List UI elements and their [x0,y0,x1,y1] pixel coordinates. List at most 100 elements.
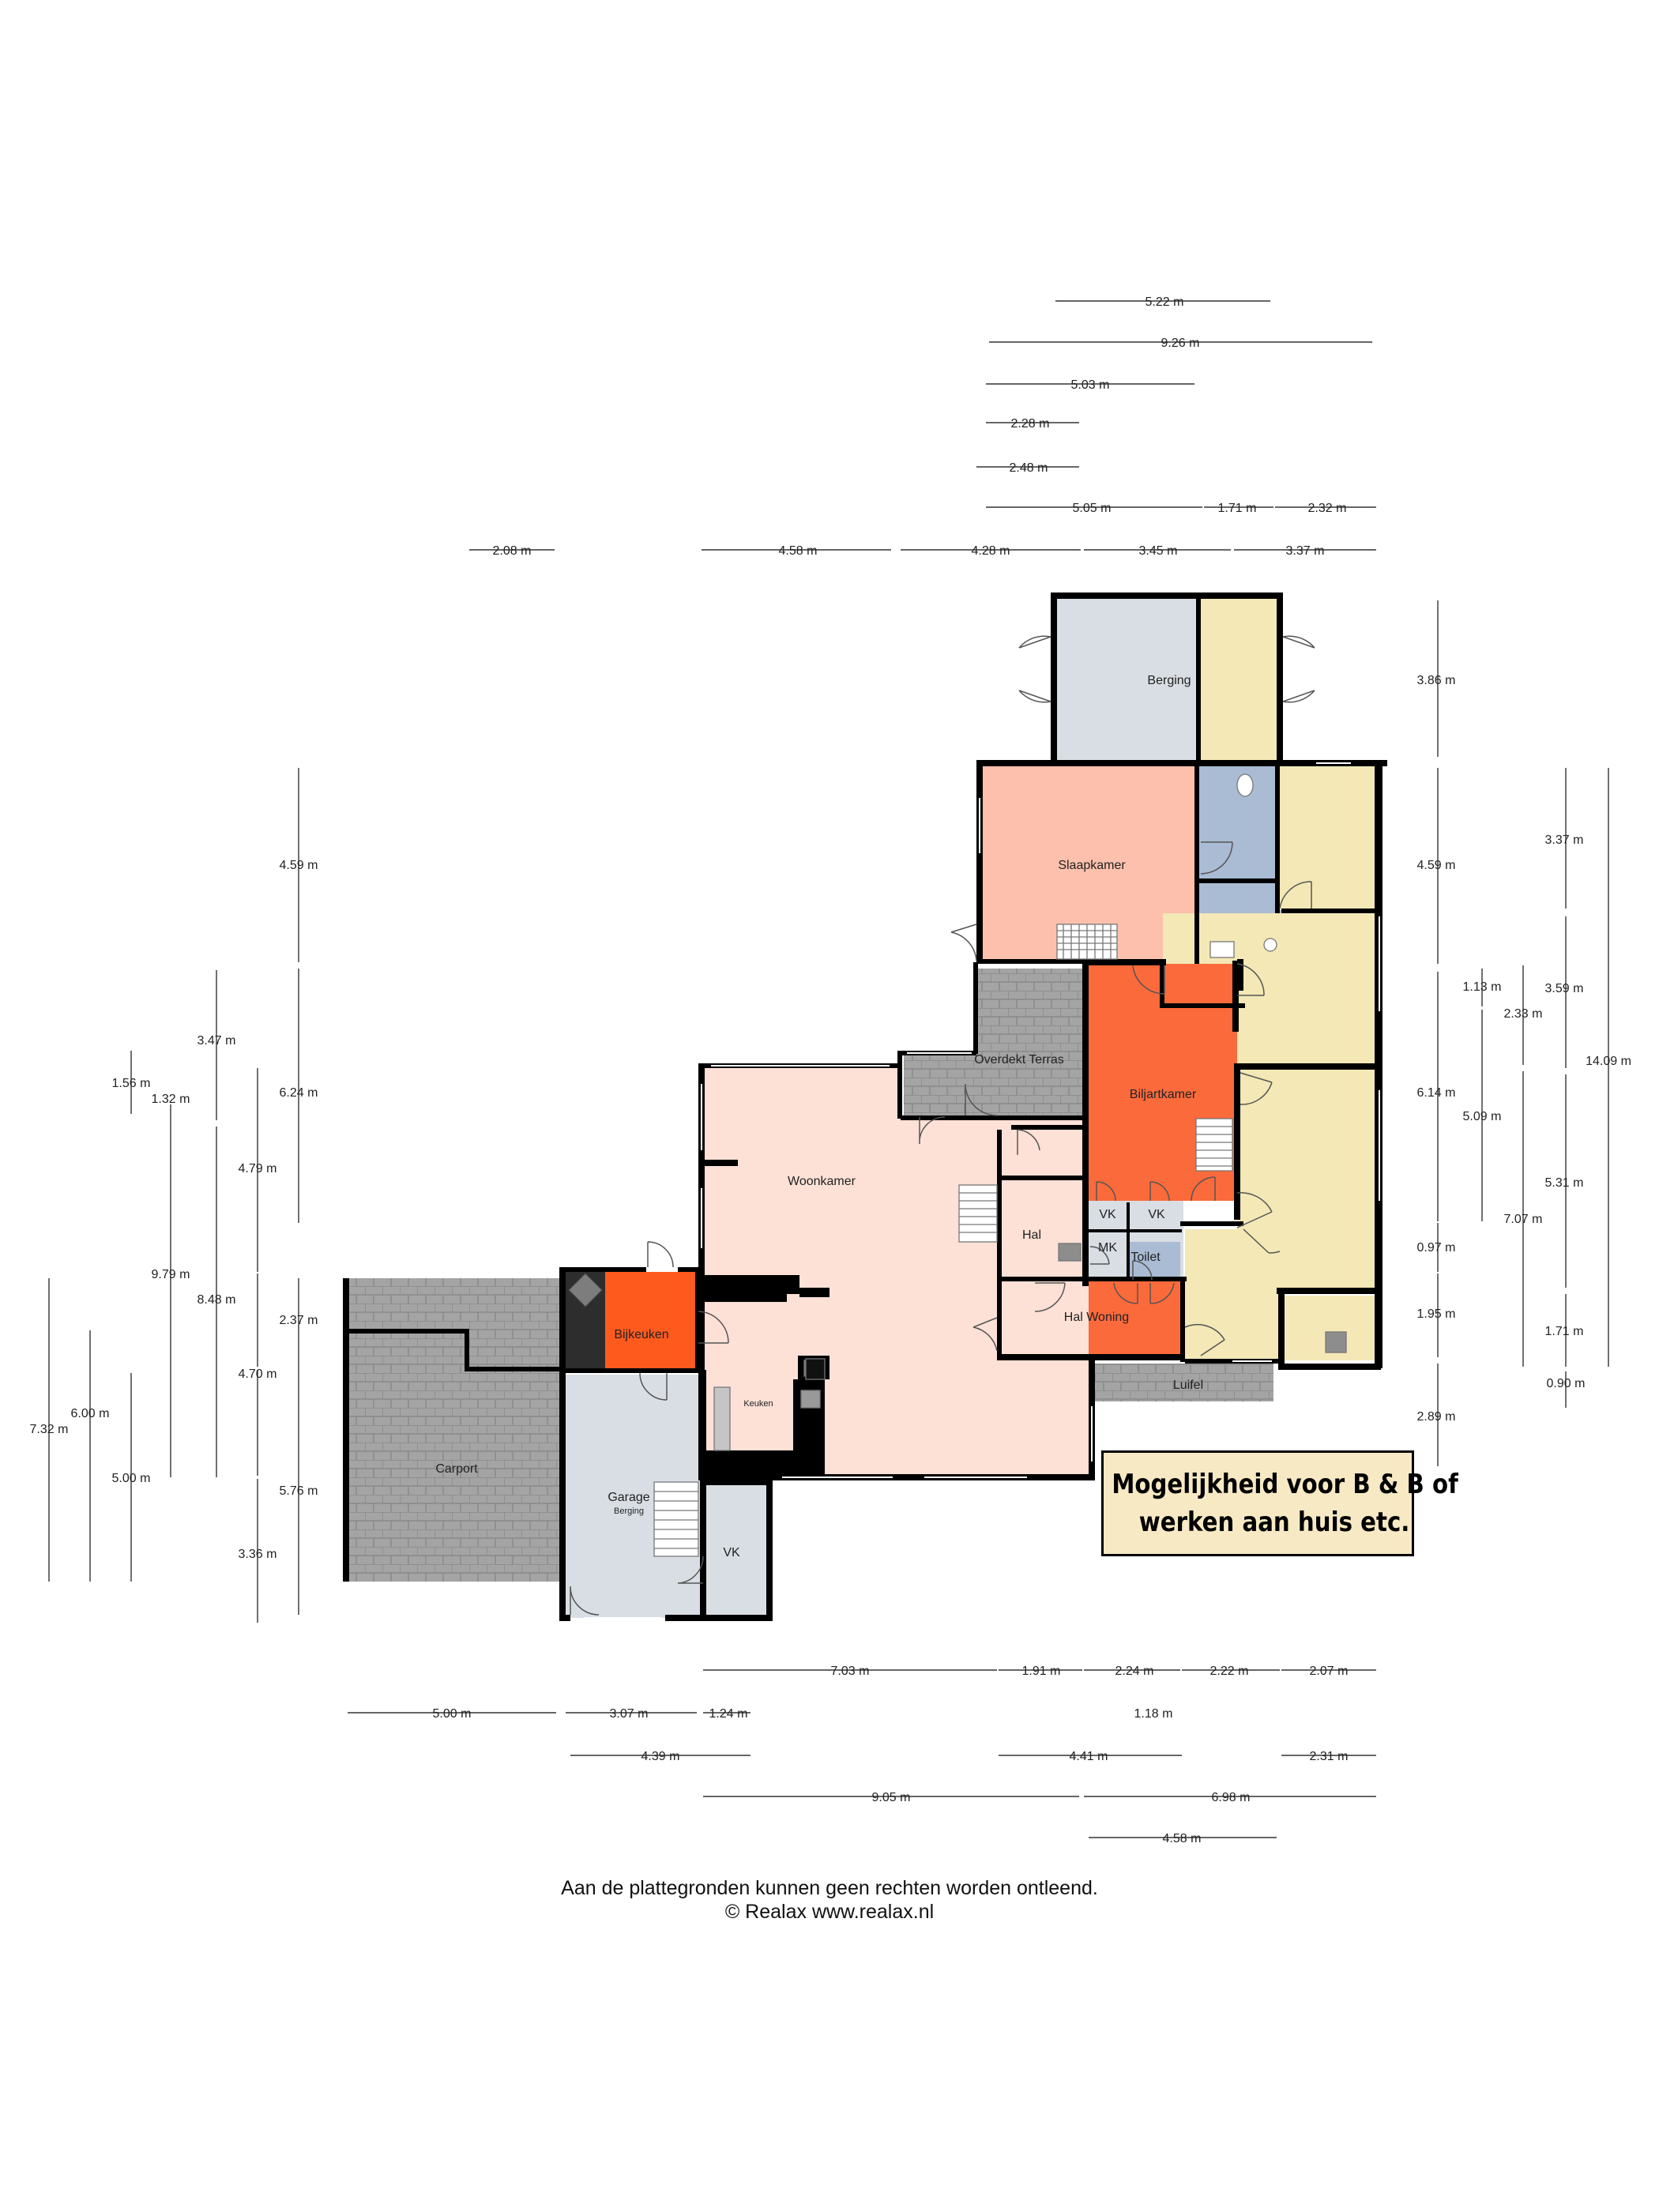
shower-icon [1209,941,1235,958]
counter-icon [713,1386,731,1451]
dim-label: 6.14 m [1417,1086,1456,1100]
dim-label: 14.09 m [1586,1055,1631,1068]
room-label-keuken: Keuken [743,1399,773,1409]
dim-label: 1.95 m [1417,1307,1456,1321]
toilet-floor [1130,1242,1180,1283]
dim-label: 4.59 m [1417,859,1456,872]
dim-label: 2.48 m [1010,461,1048,475]
room-floor [1185,1229,1281,1360]
dimension-lines [48,300,1609,1838]
room-label-bijkeuken: Bijkeuken [614,1328,668,1341]
vk-floor [705,1485,768,1615]
room-floor [1278,766,1376,910]
copyright-text: © Realax www.realax.nl [724,1901,935,1923]
dim-label: 2.08 m [493,544,532,558]
dim-label: 4.70 m [239,1367,277,1381]
dim-label: 4.28 m [972,544,1010,558]
dim-label: 5.31 m [1545,1176,1584,1190]
dim-label: 4.41 m [1070,1750,1108,1763]
dim-label: 3.37 m [1545,833,1584,847]
dim-label: 5.05 m [1073,502,1112,515]
room-label-garage-berging: Berging [614,1507,644,1516]
stairs-icon [1195,1118,1233,1172]
dim-label: 8.48 m [198,1293,236,1307]
dim-label: 6.24 m [280,1086,318,1100]
dim-label: 9.79 m [152,1268,190,1281]
dim-label: 7.32 m [30,1423,69,1436]
dim-label: 4.39 m [641,1750,680,1763]
dim-label: 1.71 m [1218,502,1257,515]
room-label-carport: Carport [435,1462,478,1476]
room-label-slaapkamer: Slaapkamer [1058,859,1126,872]
note-line: Mogelijkheid voor B & B of [1112,1469,1458,1500]
dim-label: 7.03 m [831,1665,870,1678]
dim-label: 2.22 m [1210,1665,1249,1678]
dimension-labels: 5.22 m 9.26 m 5.03 m 2.28 m 2.48 m 5.05 … [30,295,1631,1845]
dim-label: 3.37 m [1286,544,1325,558]
dim-label: 5.22 m [1146,295,1184,309]
dim-label: 6.00 m [71,1407,110,1420]
boiler-icon [567,1272,604,1308]
washing-machine-icon [1325,1331,1347,1353]
stairs-icon [653,1481,699,1557]
dim-label: 2.89 m [1417,1410,1456,1424]
room-label-mk: MK [1098,1241,1117,1255]
dim-label: 4.79 m [239,1162,277,1176]
stairs-icon [958,1184,998,1243]
room-label-toilet: Toilet [1130,1251,1161,1264]
note-box: Mogelijkheid voor B & B of werken aan hu… [1101,1450,1458,1556]
dim-label: 2.28 m [1011,417,1050,431]
room-label-vk: VK [1099,1208,1116,1221]
room-label-vk: VK [723,1546,740,1559]
storage-floor [1199,597,1278,760]
terrace-floor [904,1051,1084,1115]
stove-icon [800,1390,821,1409]
carport-floor [343,1278,561,1582]
walls [343,592,1387,1621]
dim-label: 2.31 m [1310,1750,1349,1763]
windows [585,762,1380,1619]
disclaimer-text: Aan de plattegronden kunnen geen rechten… [561,1877,1098,1899]
room-labels: Berging Slaapkamer Overdekt Terras Bilja… [435,674,1203,1559]
dim-label: 5.03 m [1071,378,1110,392]
room-label-biljartkamer: Biljartkamer [1130,1088,1197,1101]
dim-label: 1.13 m [1463,980,1502,994]
dim-label: 5.09 m [1463,1110,1502,1123]
dim-label: 5.00 m [112,1472,151,1485]
room-label-berging: Berging [1147,674,1191,687]
dim-label: 3.36 m [239,1548,277,1561]
toilet-icon [1236,773,1254,797]
dim-label: 9.05 m [872,1791,911,1804]
dim-label: 1.91 m [1022,1665,1061,1678]
room-label-woonkamer: Woonkamer [788,1175,856,1188]
room-label-garage: Garage [608,1491,649,1504]
dim-label: 1.71 m [1545,1325,1584,1338]
dim-label: 2.07 m [1310,1665,1349,1678]
doors [570,635,1315,1616]
dim-label: 3.86 m [1417,674,1456,687]
dim-label: 7.07 m [1504,1213,1543,1226]
dim-label: 5.00 m [433,1707,472,1721]
berging-floor [1055,597,1198,760]
dim-label: 5.76 m [280,1484,318,1498]
luifel-floor [1089,1364,1273,1401]
dim-label: 4.58 m [779,544,818,558]
dim-label: 3.59 m [1545,982,1584,995]
dim-label: 3.45 m [1139,544,1178,558]
dim-label: 4.58 m [1163,1832,1202,1845]
dim-label: 1.56 m [112,1077,151,1090]
dim-label: 0.90 m [1547,1377,1586,1390]
dim-label: 2.32 m [1308,502,1347,515]
dim-label: 9.26 m [1161,337,1200,350]
dim-label: 0.97 m [1417,1241,1456,1255]
dim-label: 6.98 m [1212,1791,1251,1804]
sink-icon [1058,1243,1082,1262]
dim-label: 1.18 m [1134,1707,1173,1721]
room-label-hal: Hal [1022,1228,1041,1242]
dim-label: 2.37 m [280,1314,318,1327]
dim-label: 3.47 m [198,1034,236,1048]
dim-label: 4.59 m [280,859,318,872]
room-label-luifel: Luifel [1173,1379,1203,1392]
sink-icon [1263,938,1277,952]
